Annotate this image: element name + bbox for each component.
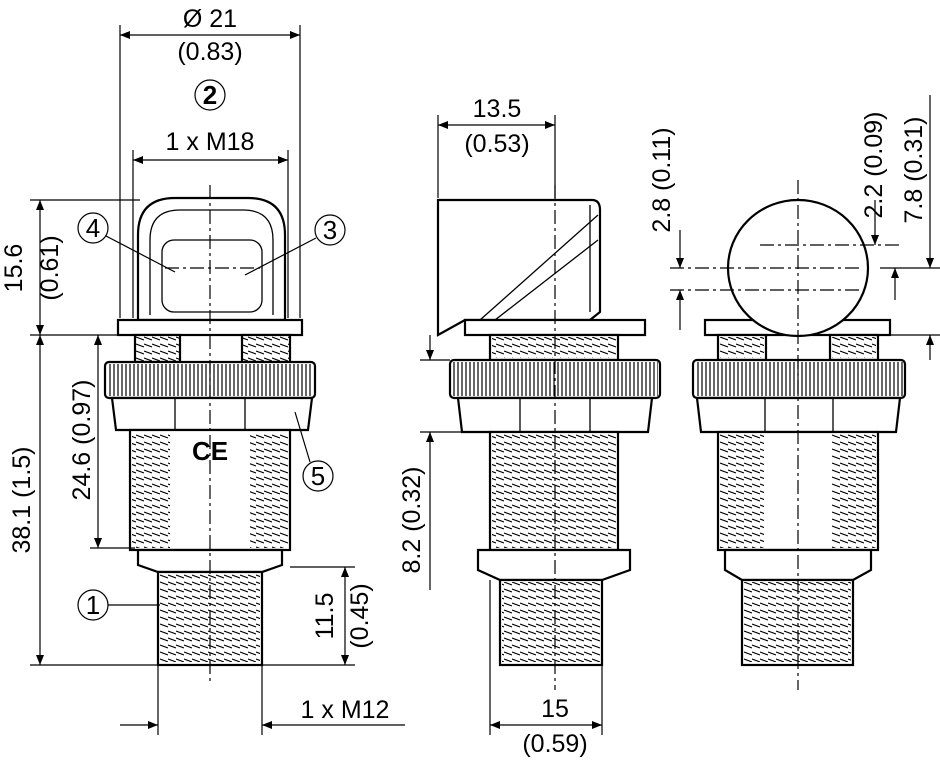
rear-dim-7-8: 7.8 (0.31) [900, 116, 928, 223]
head-width-dim: 13.5 [473, 95, 522, 123]
connector-length-dim: 11.5 [311, 593, 339, 640]
thread-m18-dim: 1 x M18 [166, 128, 255, 156]
side-view: 13.5 (0.53) 8.2 (0.32) 15 (0.59) [398, 95, 662, 758]
rear-view: 2.8 (0.11) 2.2 (0.09) 7.8 (0.31) [648, 95, 940, 690]
nut-height-dim: 8.2 (0.32) [398, 466, 426, 573]
callout-4: 4 [86, 213, 100, 243]
thread-length-dim: 24.6 (0.97) [68, 380, 96, 501]
body-width-dim: 15 [541, 695, 569, 723]
thread-m12-dim: 1 x M12 [301, 696, 390, 724]
head-height-dim-inch: (0.61) [36, 235, 64, 300]
hex-nut [110, 396, 314, 432]
head-width-dim-inch: (0.53) [464, 130, 529, 158]
total-length-dim: 38.1 (1.5) [8, 446, 36, 553]
callout-3: 3 [323, 215, 337, 245]
callout-1: 1 [86, 590, 100, 620]
side-head [436, 198, 602, 337]
rear-dim-2-2: 2.2 (0.09) [860, 111, 888, 218]
front-view: CE Ø 21 (0.83) 2 1 x M18 4 3 15.6 (0.61)… [0, 5, 405, 735]
diameter-dim: Ø 21 [183, 5, 237, 33]
sensor-head [136, 196, 287, 322]
rear-dim-2-8: 2.8 (0.11) [648, 127, 676, 232]
connector-length-dim-inch: (0.45) [346, 583, 374, 648]
head-height-dim: 15.6 [0, 244, 28, 293]
body-width-dim-inch: (0.59) [522, 730, 587, 758]
diameter-dim-inch: (0.83) [177, 38, 242, 66]
callout-2: 2 [203, 80, 217, 110]
callout-5: 5 [311, 461, 325, 491]
